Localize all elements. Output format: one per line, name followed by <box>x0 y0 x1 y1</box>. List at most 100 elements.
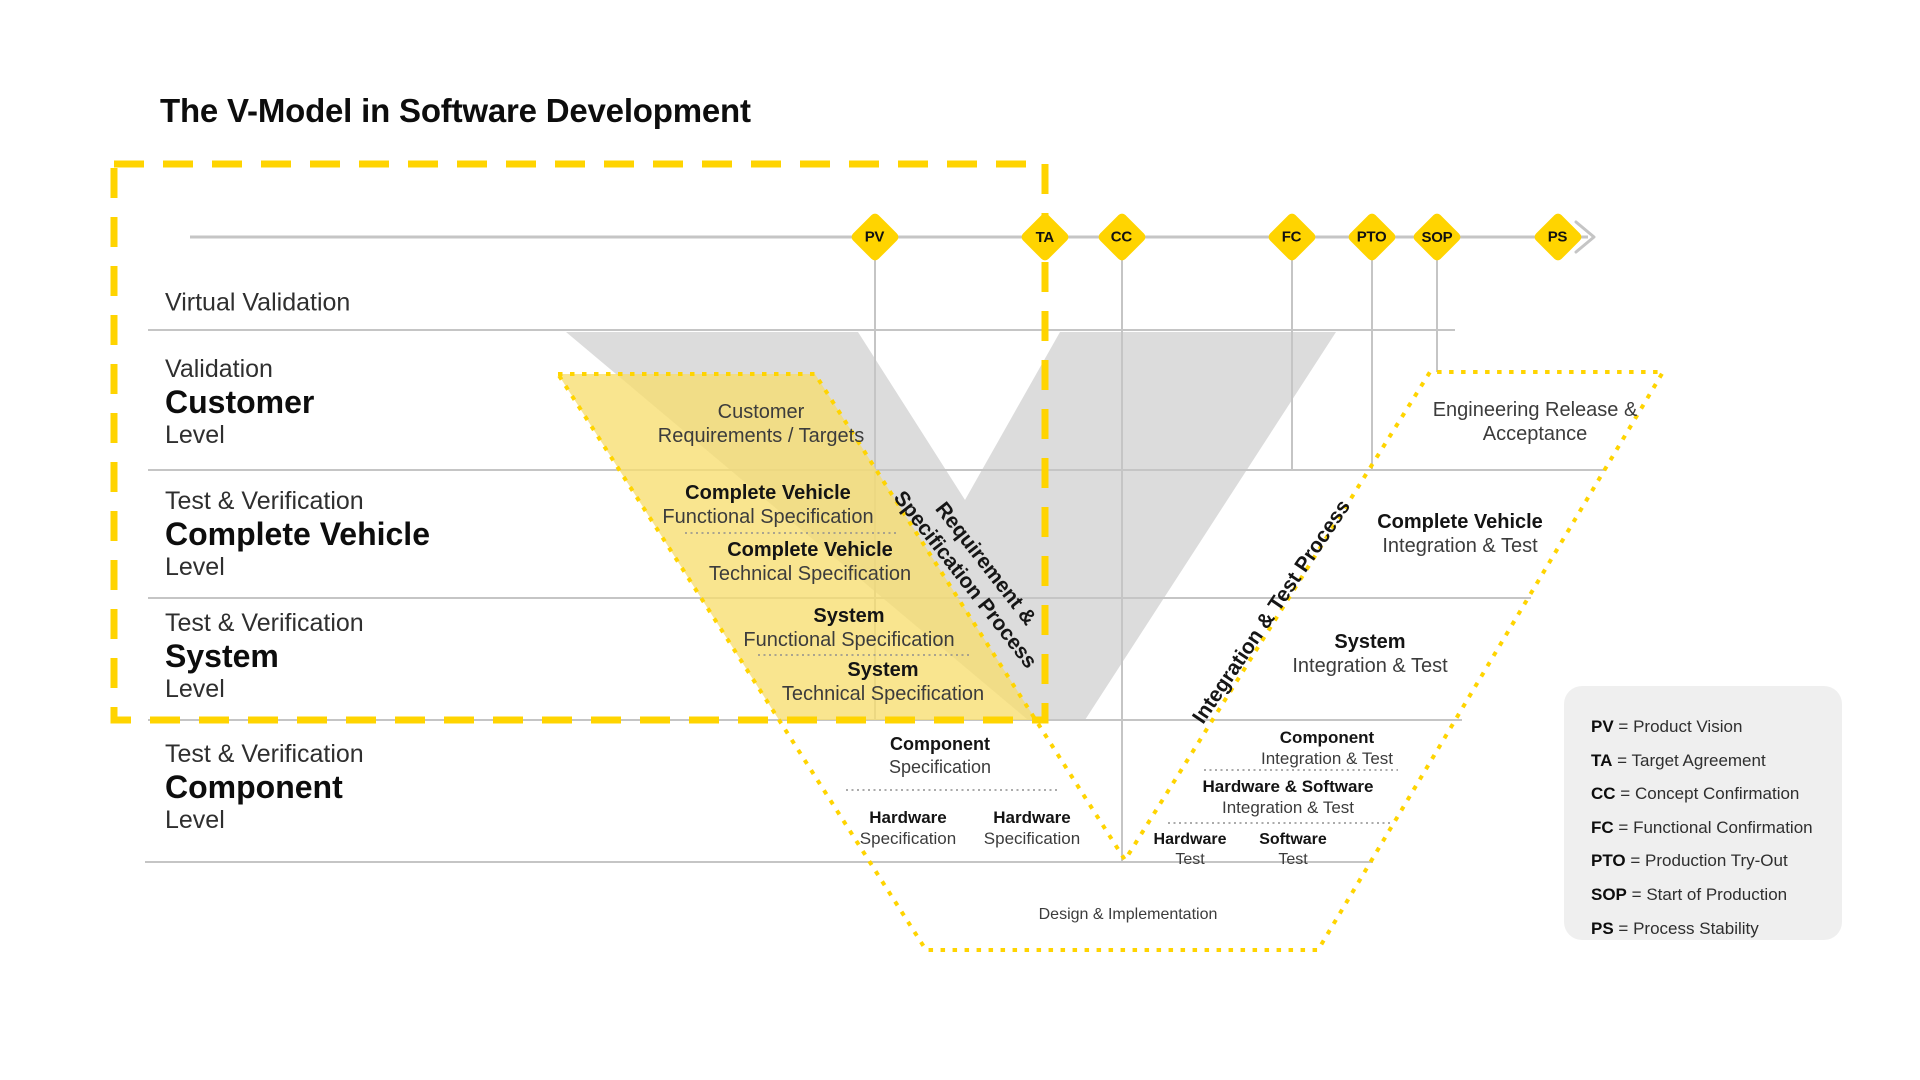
design-implementation-label: Design & Implementation <box>1039 906 1218 924</box>
legend-abbr: CC <box>1591 784 1616 804</box>
legend-box: PV = Product Vision TA = Target Agreemen… <box>1564 686 1842 940</box>
block-subtitle: Test <box>1175 851 1205 868</box>
legend-name: Product Vision <box>1633 717 1743 736</box>
hardware-spec-block-left: Hardware Specification <box>860 807 956 849</box>
legend-separator: = <box>1620 784 1631 804</box>
block-title: Software <box>1259 831 1327 848</box>
milestone-label: CC <box>1111 228 1133 246</box>
page-title: The V-Model in Software Development <box>160 92 751 129</box>
engineering-release-block: Engineering Release & Acceptance <box>1433 398 1638 446</box>
level-prefix: Test & Verification <box>165 609 364 637</box>
level-prefix: Validation <box>165 355 273 383</box>
block-title: Hardware <box>1153 831 1227 848</box>
legend-abbr: TA <box>1591 750 1613 770</box>
block-subtitle: Technical Specification <box>708 563 912 585</box>
block-subtitle: Specification <box>983 829 1081 848</box>
legend-separator: = <box>1631 884 1642 904</box>
level-prefix: Test & Verification <box>165 487 364 515</box>
legend-name: Production Try-Out <box>1645 851 1788 871</box>
hardware-spec-block-right: Hardware Specification <box>984 807 1080 849</box>
component-integration-test-block: Component Integration & Test <box>1261 727 1393 769</box>
block-subtitle: Integration & Test <box>1222 798 1354 817</box>
level-suffix: Level <box>165 806 225 834</box>
legend-abbr: PS <box>1591 918 1614 938</box>
block-title: Hardware <box>869 808 947 827</box>
block-subtitle: Integration & Test <box>1261 749 1393 768</box>
block-line: Acceptance <box>1482 423 1588 445</box>
level-name: Customer <box>165 384 315 420</box>
scope-dashed-rect <box>110 160 1049 724</box>
block-title: Component <box>890 734 990 754</box>
block-subtitle: Functional Specification <box>743 629 955 651</box>
legend-abbr: PTO <box>1591 851 1626 871</box>
level-row-component: Test & Verification Component Level <box>165 739 364 835</box>
block-subtitle: Integration & Test <box>1292 655 1448 677</box>
legend-name: Start of Production <box>1646 884 1788 904</box>
software-test-block: Software Test <box>1259 830 1327 870</box>
block-subtitle: Specification <box>888 757 992 777</box>
milestone-label: PV <box>865 228 885 246</box>
legend-item-fc: FC = Functional Confirmation <box>1591 811 1842 845</box>
block-subtitle: Technical Specification <box>781 683 985 705</box>
level-name: Component <box>165 769 343 805</box>
block-subtitle: Specification <box>859 829 957 848</box>
level-name: Complete Vehicle <box>165 516 430 552</box>
block-title: Hardware <box>993 808 1071 827</box>
milestone-label: PS <box>1548 228 1568 246</box>
milestone-label: PTO <box>1357 228 1387 246</box>
legend-separator: = <box>1618 918 1629 938</box>
legend-item-cc: CC = Concept Confirmation <box>1591 777 1842 811</box>
legend-separator: = <box>1618 817 1629 837</box>
component-spec-block: Component Specification <box>889 733 991 779</box>
block-subtitle: Test <box>1278 851 1308 868</box>
system-functional-spec-block: System Functional Specification <box>743 604 954 652</box>
legend-item-ta: TA = Target Agreement <box>1591 744 1842 778</box>
block-line: Design & Implementation <box>1038 906 1218 923</box>
level-row-customer: Validation Customer Level <box>165 354 314 450</box>
block-title: System <box>813 605 885 627</box>
legend-separator: = <box>1630 851 1641 871</box>
system-integration-test-block: System Integration & Test <box>1292 630 1447 678</box>
legend-item-pv: PV = Product Vision <box>1591 710 1842 744</box>
level-prefix: Test & Verification <box>165 740 364 768</box>
cv-functional-spec-block: Complete Vehicle Functional Specificatio… <box>662 481 873 529</box>
legend-name: Concept Confirmation <box>1634 784 1800 804</box>
legend-abbr: SOP <box>1591 884 1627 904</box>
level-row-system: Test & Verification System Level <box>165 608 364 704</box>
legend-name: Functional Confirmation <box>1633 817 1813 837</box>
cv-integration-test-block: Complete Vehicle Integration & Test <box>1377 510 1543 558</box>
block-title: Complete Vehicle <box>727 539 893 561</box>
legend-name: Process Stability <box>1633 918 1759 938</box>
virtual-validation-label: Virtual Validation <box>165 288 351 317</box>
block-title: Complete Vehicle <box>1377 511 1543 533</box>
milestone-label: FC <box>1282 228 1302 246</box>
block-title: System <box>847 659 919 681</box>
milestone-label: SOP <box>1421 228 1453 246</box>
dotted-v-outline <box>554 370 1667 952</box>
legend-item-ps: PS = Process Stability <box>1591 912 1842 946</box>
legend-abbr: FC <box>1591 817 1614 837</box>
block-subtitle: Integration & Test <box>1382 535 1538 557</box>
spec-branch-highlight <box>558 374 1036 720</box>
legend-separator: = <box>1618 717 1629 736</box>
block-line: Customer <box>717 401 805 423</box>
legend-separator: = <box>1617 750 1628 770</box>
level-name: System <box>165 638 279 674</box>
block-title: System <box>1334 631 1406 653</box>
hardware-test-block: Hardware Test <box>1154 830 1227 870</box>
hw-sw-integration-test-block: Hardware & Software Integration & Test <box>1203 776 1374 818</box>
block-subtitle: Functional Specification <box>662 506 874 528</box>
level-suffix: Level <box>165 421 225 449</box>
block-title: Component <box>1279 728 1375 747</box>
block-title: Hardware & Software <box>1202 777 1374 796</box>
system-technical-spec-block: System Technical Specification <box>782 658 984 706</box>
timeline-arrow-icon <box>1574 220 1596 254</box>
level-suffix: Level <box>165 675 225 703</box>
spec-separator-lines <box>685 532 1398 824</box>
customer-requirements-block: Customer Requirements / Targets <box>658 400 864 448</box>
legend-item-sop: SOP = Start of Production <box>1591 878 1842 912</box>
legend-item-pto: PTO = Production Try-Out <box>1591 844 1842 878</box>
cv-technical-spec-block: Complete Vehicle Technical Specification <box>709 538 911 586</box>
legend-name: Target Agreement <box>1631 750 1766 770</box>
